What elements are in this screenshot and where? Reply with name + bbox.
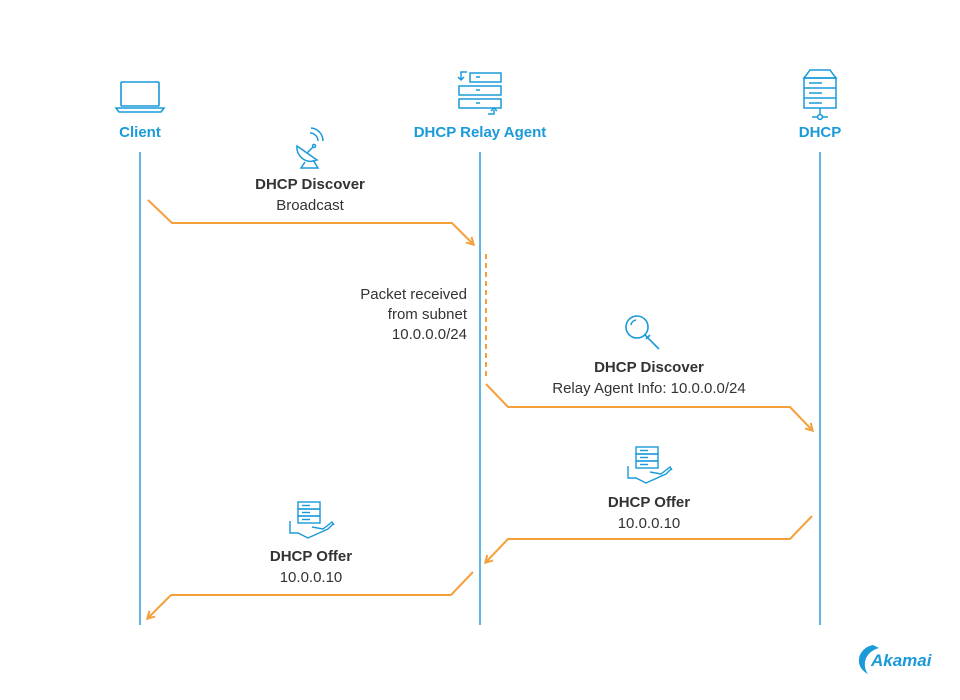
message-title: DHCP Offer (269, 548, 353, 565)
message-subtitle: 10.0.0.10 (617, 515, 681, 532)
akamai-logo-mark (858, 645, 879, 674)
magnifier-icon (625, 315, 660, 350)
akamai-logo: Akamai (871, 651, 932, 670)
discover-broadcast-label: DHCP Discover Broadcast (255, 174, 365, 216)
note-line: 10.0.0.0/24 (391, 326, 467, 343)
message-title: DHCP Discover (255, 176, 365, 193)
note-line: Packet received (360, 286, 467, 303)
message-subtitle: Broadcast (276, 197, 344, 214)
server-hand-icon (627, 446, 673, 484)
discover-broadcast-arrow (147, 199, 473, 244)
actor-relay: DHCP Relay Agent (413, 124, 547, 141)
laptop-icon (114, 81, 166, 113)
actor-dhcp-server: DHCP (798, 124, 842, 141)
offer-server-arrow (486, 515, 813, 562)
satellite-dish-icon (296, 127, 324, 169)
message-subtitle: 10.0.0.10 (279, 569, 343, 586)
server-icon (802, 69, 838, 121)
message-subtitle: Relay Agent Info: 10.0.0.0/24 (552, 380, 746, 397)
relay-note: Packet received from subnet 10.0.0.0/24 (360, 285, 467, 345)
message-title: DHCP Offer (607, 494, 691, 511)
note-line: from subnet (387, 306, 467, 323)
relay-agent-icon (457, 71, 502, 115)
server-hand-icon (289, 501, 335, 539)
offer-server-label: DHCP Offer 10.0.0.10 (608, 492, 690, 534)
message-title: DHCP Discover (594, 359, 704, 376)
offer-client-arrow (148, 571, 474, 618)
discover-relay-label: DHCP Discover Relay Agent Info: 10.0.0.0… (552, 357, 745, 399)
actor-client: Client (119, 124, 161, 141)
offer-client-label: DHCP Offer 10.0.0.10 (270, 546, 352, 588)
discover-relay-arrow (485, 383, 812, 430)
